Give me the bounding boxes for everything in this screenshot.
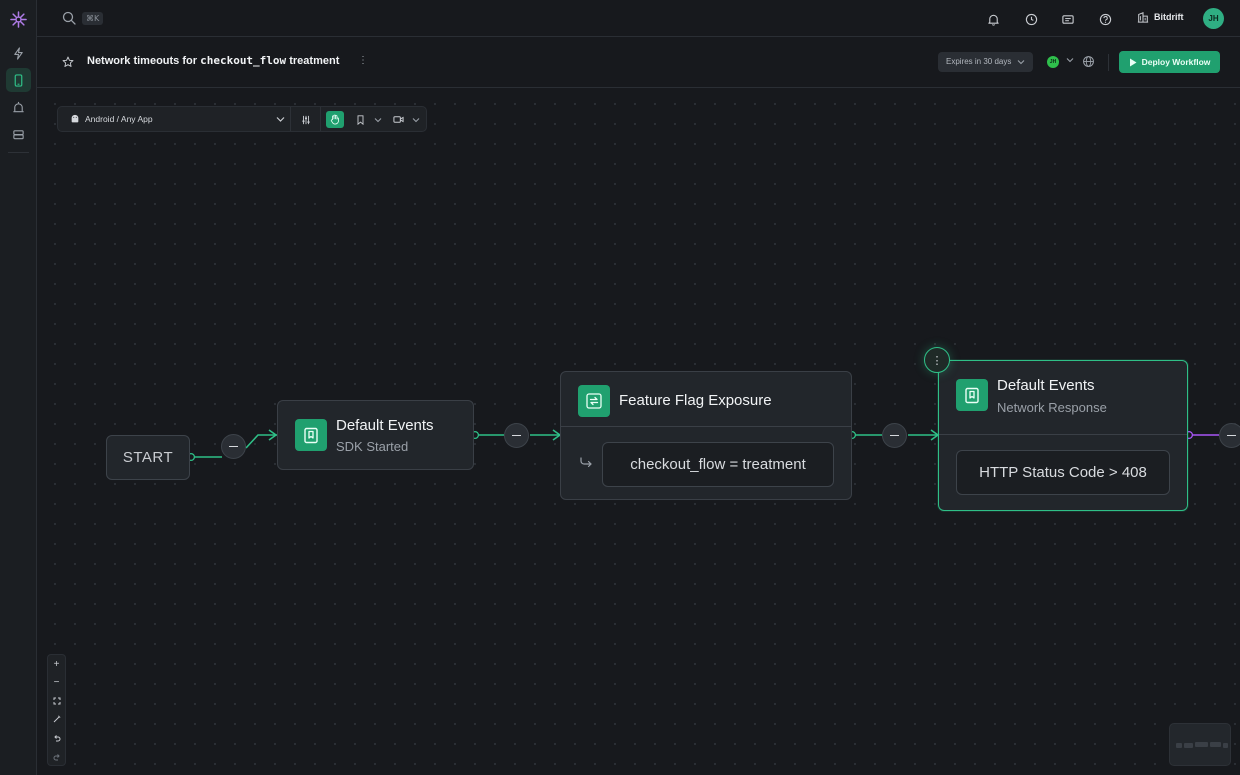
fit-view-icon [53, 697, 60, 705]
zoom-out-button[interactable]: − [53, 676, 60, 688]
toolbar-divider [290, 107, 291, 131]
flag-condition[interactable]: checkout_flow = treatment [602, 442, 834, 487]
workflow-header: Network timeouts for checkout_flow treat… [37, 37, 1240, 88]
bookmark-event-icon [956, 379, 988, 411]
undo-icon [53, 735, 60, 742]
expiration-label: Expires in 30 days [946, 57, 1012, 66]
toolbar-divider [320, 107, 321, 131]
inbox-icon[interactable] [1060, 11, 1076, 27]
redo-icon [53, 754, 60, 761]
hand-icon [330, 114, 339, 125]
page-title[interactable]: Network timeouts for checkout_flow treat… [87, 54, 339, 67]
search-shortcut: ⌘K [82, 12, 104, 25]
minimap-node [1176, 743, 1182, 748]
bell-icon[interactable] [985, 11, 1001, 27]
chevron-down-icon[interactable] [374, 117, 382, 123]
connector-toggle-button[interactable] [221, 434, 246, 459]
siren-icon [13, 101, 24, 112]
layers-icon [13, 129, 24, 139]
star-icon[interactable] [62, 56, 74, 68]
globe-icon[interactable] [1082, 55, 1095, 68]
chevron-down-icon[interactable] [1066, 57, 1074, 63]
building-icon [1137, 11, 1149, 23]
minimap[interactable] [1169, 723, 1231, 766]
wand-icon [53, 715, 60, 723]
org-switcher[interactable]: Bitdrift [1137, 11, 1184, 23]
filter-button[interactable] [297, 111, 315, 128]
deploy-workflow-button[interactable]: Deploy Workflow [1119, 51, 1220, 73]
minimap-node [1210, 742, 1221, 747]
magic-button[interactable] [48, 710, 65, 728]
status-code-condition[interactable]: HTTP Status Code > 408 [956, 450, 1170, 495]
canvas-toolbar: Android / Any App [57, 106, 427, 132]
bitdrift-logo-icon[interactable] [10, 11, 27, 28]
owner-avatar[interactable]: JH [1047, 56, 1059, 68]
redo-button[interactable] [48, 748, 65, 766]
chevron-down-icon[interactable] [412, 117, 420, 123]
node-title: Feature Flag Exposure [619, 392, 772, 409]
minimap-node [1195, 742, 1208, 747]
event-tool-button[interactable] [351, 111, 369, 128]
connector-toggle-button[interactable] [1219, 423, 1240, 448]
bookmark-event-icon [295, 419, 327, 451]
bookmark-icon [357, 114, 363, 125]
zoom-in-button[interactable]: + [53, 658, 60, 670]
chevron-down-icon [1017, 60, 1025, 65]
platform-label: Android / Any App [85, 114, 153, 124]
video-icon [392, 116, 404, 123]
chevron-down-icon[interactable] [276, 116, 285, 123]
nav-storage[interactable] [6, 122, 31, 146]
fit-view-button[interactable] [48, 692, 65, 710]
connector-toggle-button[interactable] [882, 423, 907, 448]
start-node[interactable]: START [106, 435, 190, 480]
org-name: Bitdrift [1154, 12, 1184, 22]
deploy-label: Deploy Workflow [1141, 57, 1211, 67]
android-icon [71, 114, 79, 123]
node-subtitle: Network Response [997, 400, 1107, 415]
expiration-dropdown[interactable]: Expires in 30 days [938, 52, 1034, 72]
clock-icon[interactable] [1023, 11, 1039, 27]
rail-divider [8, 152, 29, 153]
nav-alerts[interactable] [6, 95, 31, 119]
node-title: Default Events [336, 417, 434, 434]
event-node-network-response[interactable]: Default Events Network Response HTTP Sta… [938, 360, 1188, 511]
nav-devices[interactable] [6, 68, 31, 92]
zoom-controls: + − [47, 654, 66, 766]
search-icon[interactable] [62, 11, 76, 25]
platform-selector[interactable]: Android / Any App [70, 114, 153, 124]
branch-arrow-icon [580, 457, 592, 468]
top-bar: ⌘K Bitdrift JH [37, 0, 1240, 37]
header-divider [1108, 54, 1109, 71]
minimap-node [1223, 743, 1228, 748]
swap-icon [578, 385, 610, 417]
lightning-icon [14, 46, 23, 60]
node-menu-button[interactable]: ⋮ [924, 347, 950, 373]
connector-toggle-button[interactable] [504, 423, 529, 448]
node-subtitle: SDK Started [336, 439, 409, 454]
pan-tool-button[interactable] [326, 111, 344, 128]
node-title: Default Events [997, 377, 1095, 394]
phone-icon [14, 73, 23, 87]
undo-button[interactable] [48, 729, 65, 747]
title-prefix: Network timeouts for [87, 55, 198, 67]
sliders-icon [302, 115, 310, 124]
minimap-node [1184, 743, 1193, 748]
play-icon [1129, 58, 1137, 66]
record-tool-button[interactable] [389, 111, 407, 128]
nav-workflows[interactable] [6, 41, 31, 65]
user-avatar[interactable]: JH [1203, 8, 1224, 29]
title-suffix: treatment [289, 55, 340, 67]
feature-flag-node[interactable]: Feature Flag Exposure checkout_flow = tr… [560, 371, 852, 500]
title-code: checkout_flow [200, 54, 287, 67]
left-rail [0, 0, 37, 775]
event-node-sdk-started[interactable]: Default Events SDK Started [277, 400, 474, 470]
node-divider [939, 434, 1187, 435]
node-divider [561, 426, 851, 427]
help-icon[interactable] [1097, 11, 1113, 27]
more-options-icon[interactable]: ⋮ [358, 55, 368, 66]
